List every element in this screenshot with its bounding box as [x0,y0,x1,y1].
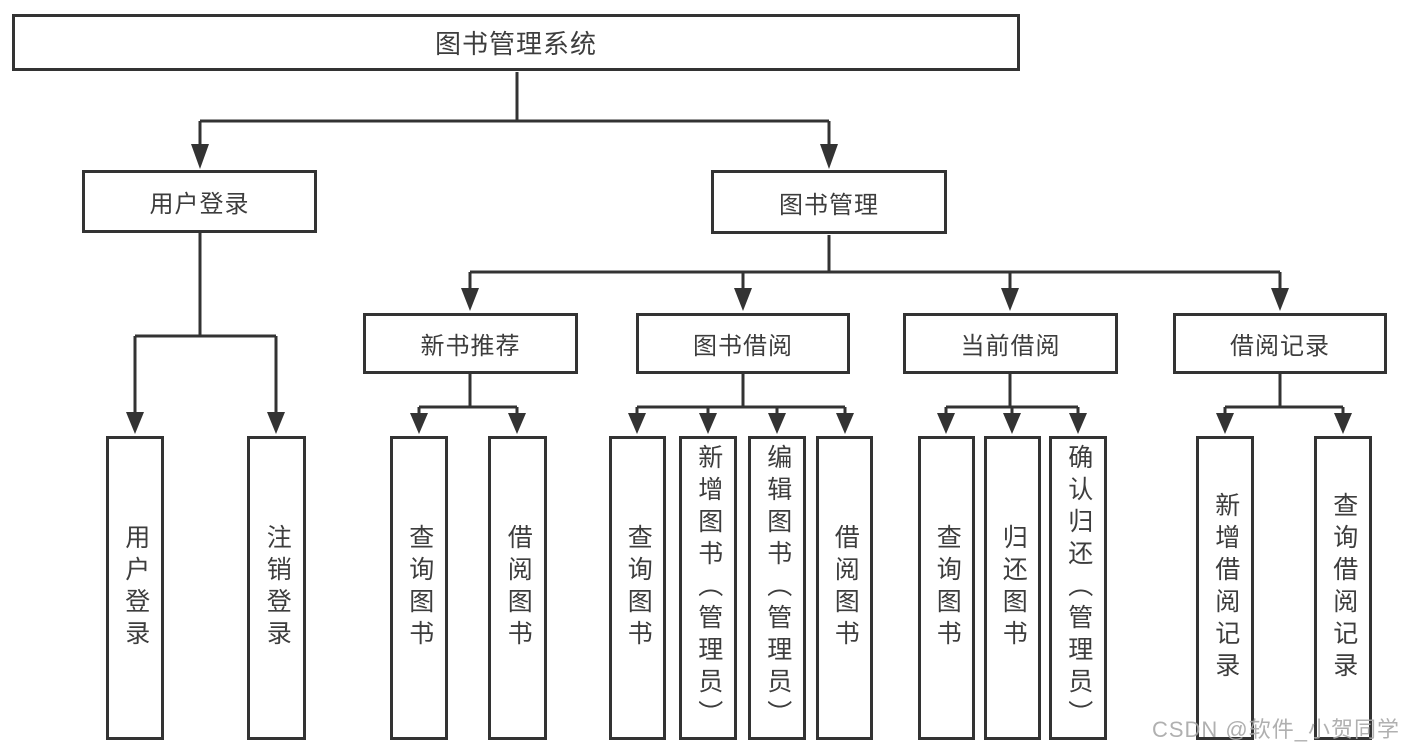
node-new-book-recommend-label: 新书推荐 [420,333,521,360]
node-user-login: 用户登录 [82,170,317,233]
leaf-current-confirm-return-admin: 确认归还（管理员） [1049,436,1107,740]
leaf-records-add-record-label: 新增借阅记录 [1211,492,1240,684]
node-book-management: 图书管理 [711,170,947,234]
leaf-borrow-borrow-books-label: 借阅图书 [831,524,860,652]
leaf-newbooks-borrow-books: 借阅图书 [488,436,547,740]
node-book-management-label: 图书管理 [779,191,879,219]
leaf-borrow-add-books-admin: 新增图书（管理员） [679,436,737,740]
connector-records-to-leaves [1216,374,1352,434]
node-borrow-records-label: 借阅记录 [1230,333,1330,360]
leaf-current-return-books-label: 归还图书 [999,524,1028,652]
node-borrow-records: 借阅记录 [1173,313,1387,374]
leaf-current-query-books: 查询图书 [918,436,975,740]
leaf-newbooks-borrow-books-label: 借阅图书 [504,524,533,652]
connector-current-to-leaves [937,374,1087,434]
leaf-current-query-books-label: 查询图书 [933,524,962,652]
node-user-login-label: 用户登录 [149,191,250,218]
leaf-borrow-query-books: 查询图书 [609,436,666,740]
leaf-user-login: 用户登录 [106,436,164,740]
node-book-borrow-label: 图书借阅 [693,333,793,360]
leaf-newbooks-query-books-label: 查询图书 [405,524,434,652]
node-current-borrow-label: 当前借阅 [960,333,1061,360]
leaf-user-login-label: 用户登录 [121,524,150,652]
node-library-system: 图书管理系统 [12,14,1020,71]
leaf-records-query-record-label: 查询借阅记录 [1329,492,1358,684]
leaf-current-confirm-return-admin-label: 确认归还（管理员） [1064,444,1093,732]
leaf-logout-label: 注销登录 [263,524,292,652]
leaf-records-add-record: 新增借阅记录 [1196,436,1254,740]
leaf-borrow-add-books-admin-label: 新增图书（管理员） [694,444,723,732]
connector-bookmgmt-to-level3 [461,235,1289,311]
csdn-watermark: CSDN @软件_小贺同学 [1151,717,1400,742]
node-library-system-label: 图书管理系统 [434,29,597,59]
node-current-borrow: 当前借阅 [903,313,1118,374]
connector-userlogin-to-leaves [126,233,285,434]
connector-newbooks-to-leaves [410,374,526,434]
leaf-current-return-books: 归还图书 [984,436,1041,740]
connector-root-to-level2 [191,72,838,169]
leaf-records-query-record: 查询借阅记录 [1314,436,1372,740]
leaf-borrow-edit-books-admin: 编辑图书（管理员） [748,436,806,740]
leaf-borrow-query-books-label: 查询图书 [624,524,653,652]
node-book-borrow: 图书借阅 [636,313,850,374]
connector-borrow-to-leaves [628,374,854,434]
leaf-newbooks-query-books: 查询图书 [390,436,448,740]
leaf-borrow-edit-books-admin-label: 编辑图书（管理员） [763,444,792,732]
leaf-logout: 注销登录 [247,436,306,740]
leaf-borrow-borrow-books: 借阅图书 [816,436,873,740]
node-new-book-recommend: 新书推荐 [363,313,578,374]
